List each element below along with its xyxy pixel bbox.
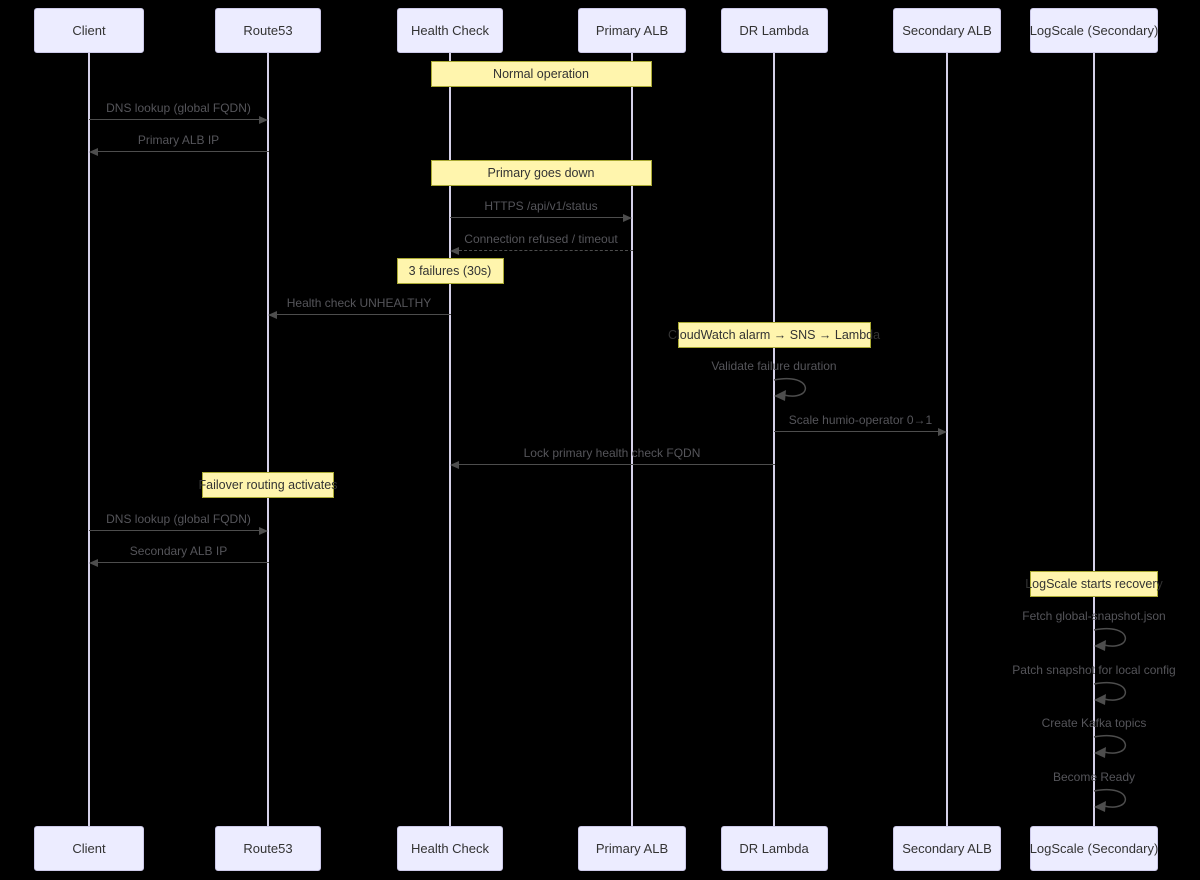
self-loop-arrow-icon bbox=[1092, 788, 1138, 819]
note: 3 failures (30s) bbox=[396, 258, 504, 284]
message-label: Lock primary health check FQDN bbox=[523, 446, 701, 460]
note: Primary goes down bbox=[430, 160, 652, 186]
actor-logscale-secondary-bottom: LogScale (Secondary) bbox=[1030, 826, 1158, 871]
message-label: DNS lookup (global FQDN) bbox=[106, 512, 251, 526]
actor-health-check-bottom: Health Check bbox=[397, 826, 503, 871]
actor-secondary-alb-bottom: Secondary ALB bbox=[893, 826, 1001, 871]
self-message-label: Become Ready bbox=[1052, 770, 1136, 784]
lifeline-client bbox=[88, 53, 90, 826]
message-label: Connection refused / timeout bbox=[464, 232, 618, 246]
message-line bbox=[459, 464, 775, 465]
arrowhead-icon bbox=[623, 214, 632, 222]
self-message-label: Fetch global-snapshot.json bbox=[1022, 609, 1166, 623]
arrowhead-icon bbox=[938, 428, 947, 436]
message-label: Health check UNHEALTHY bbox=[286, 296, 432, 310]
actor-dr-lambda-bottom: DR Lambda bbox=[720, 826, 828, 871]
lifeline-secondary-alb bbox=[946, 53, 948, 826]
self-loop-arrow-icon bbox=[1092, 627, 1138, 658]
actor-primary-alb-top: Primary ALB bbox=[578, 8, 686, 53]
note: LogScale starts recovery bbox=[1025, 571, 1163, 597]
actor-client-bottom: Client bbox=[34, 826, 144, 871]
actor-route53-top: Route53 bbox=[215, 8, 321, 53]
arrowhead-icon bbox=[89, 148, 98, 156]
lifeline-health-check bbox=[449, 53, 451, 826]
arrowhead-icon bbox=[268, 311, 277, 319]
self-message-label: Create Kafka topics bbox=[1041, 716, 1147, 730]
actor-primary-alb-bottom: Primary ALB bbox=[578, 826, 686, 871]
message-label: HTTPS /api/v1/status bbox=[484, 199, 598, 213]
message-label: Primary ALB IP bbox=[137, 133, 220, 147]
note: Normal operation bbox=[430, 61, 652, 87]
note: CloudWatch alarm → SNS → Lambda bbox=[668, 322, 880, 348]
message-line bbox=[89, 119, 260, 120]
lifeline-primary-alb bbox=[631, 53, 633, 826]
message-line bbox=[98, 562, 269, 563]
self-loop-arrow-icon bbox=[1092, 734, 1138, 765]
actor-secondary-alb-top: Secondary ALB bbox=[893, 8, 1001, 53]
message-line bbox=[774, 431, 939, 432]
arrowhead-icon bbox=[259, 527, 268, 535]
message-label: Scale humio-operator 0→1 bbox=[788, 413, 933, 427]
arrowhead-icon bbox=[259, 116, 268, 124]
message-line bbox=[89, 530, 260, 531]
arrowhead-icon bbox=[450, 461, 459, 469]
note: Failover routing activates bbox=[199, 472, 337, 498]
message-line bbox=[277, 314, 451, 315]
message-line bbox=[450, 217, 624, 218]
lifeline-dr-lambda bbox=[773, 53, 775, 826]
message-line bbox=[98, 151, 269, 152]
self-message-label: Patch snapshot for local config bbox=[1012, 663, 1176, 677]
actor-client-top: Client bbox=[34, 8, 144, 53]
self-message-label: Validate failure duration bbox=[711, 359, 837, 373]
actor-route53-bottom: Route53 bbox=[215, 826, 321, 871]
arrowhead-icon bbox=[89, 559, 98, 567]
actor-dr-lambda-top: DR Lambda bbox=[720, 8, 828, 53]
actor-logscale-secondary-top: LogScale (Secondary) bbox=[1030, 8, 1158, 53]
arrowhead-icon bbox=[450, 247, 459, 255]
lifeline-logscale-secondary bbox=[1093, 53, 1095, 826]
self-loop-arrow-icon bbox=[772, 377, 818, 408]
message-label: Secondary ALB IP bbox=[129, 544, 228, 558]
message-label: DNS lookup (global FQDN) bbox=[106, 101, 251, 115]
lifeline-route53 bbox=[267, 53, 269, 826]
self-loop-arrow-icon bbox=[1092, 681, 1138, 712]
actor-health-check-top: Health Check bbox=[397, 8, 503, 53]
message-line bbox=[459, 250, 633, 251]
